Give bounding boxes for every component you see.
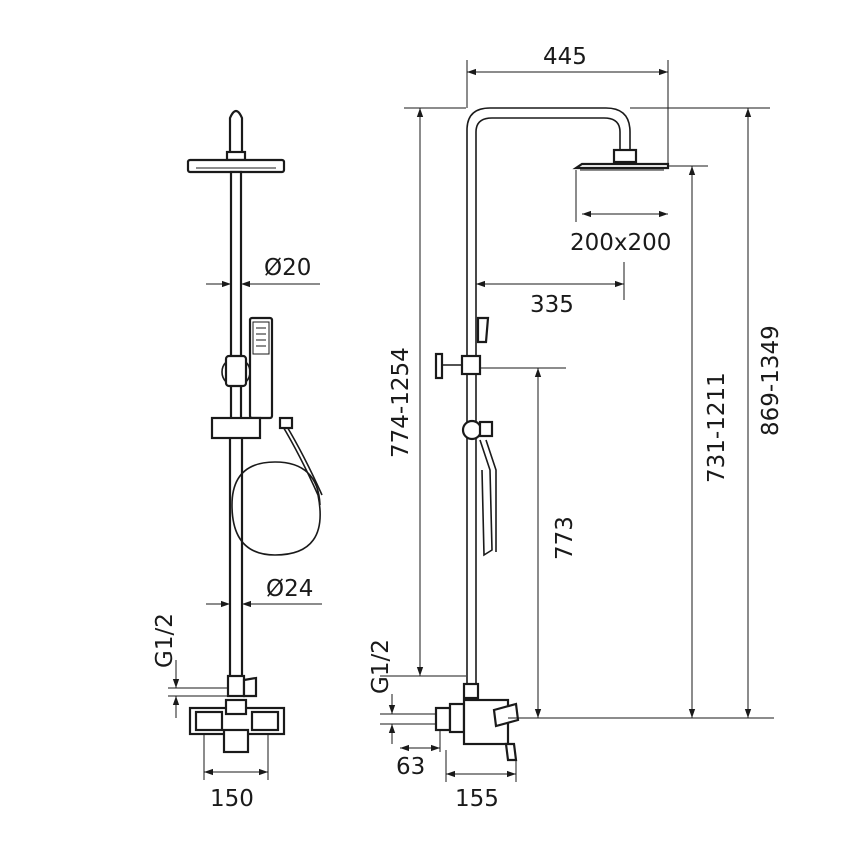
- side-inlet-projection-label: 63: [396, 754, 425, 780]
- side-head-height-label: 731-1211: [704, 372, 730, 483]
- side-shower-head: [572, 162, 670, 170]
- front-spout: [222, 728, 250, 754]
- front-inlet-spacing-label: 150: [210, 786, 254, 812]
- side-hose: [479, 439, 493, 557]
- side-hand-shower: [476, 316, 490, 344]
- side-arm-offset-label: 335: [530, 292, 574, 318]
- front-hose: [231, 424, 321, 556]
- front-head-connector: [225, 150, 247, 162]
- side-spout-projection-label: 155: [455, 786, 499, 812]
- side-arm-reach-label: 445: [543, 44, 587, 70]
- side-inlet-thread-label: G1/2: [368, 639, 394, 694]
- side-head-connector: [612, 148, 638, 164]
- front-shower-arm: [228, 109, 244, 155]
- side-slider-knob: [461, 419, 483, 441]
- side-riser-pipe: [466, 107, 631, 690]
- side-head-size-label: 200x200: [570, 230, 671, 256]
- front-shower-head: [186, 158, 286, 174]
- front-diverter: [226, 674, 246, 698]
- front-view: Ø20 Ø24 G1/2 150: [152, 109, 323, 812]
- side-rail-height-label: 774-1254: [388, 347, 414, 458]
- front-diameter-top-label: Ø20: [264, 255, 311, 281]
- front-slider-bracket: [210, 416, 262, 440]
- front-lower-pipe: [228, 420, 244, 682]
- side-holder-height-label: 773: [552, 516, 578, 560]
- side-total-height-label: 869-1349: [758, 325, 784, 436]
- front-inlet-thread-label: G1/2: [152, 613, 178, 668]
- side-diverter: [462, 682, 480, 700]
- side-holder: [460, 354, 482, 376]
- side-view: 445 200x200 335 774-1254 773 731-1211 86…: [368, 44, 784, 812]
- front-diameter-bottom-label: Ø24: [266, 576, 313, 602]
- side-lever: [492, 702, 520, 728]
- side-spout: [504, 742, 518, 762]
